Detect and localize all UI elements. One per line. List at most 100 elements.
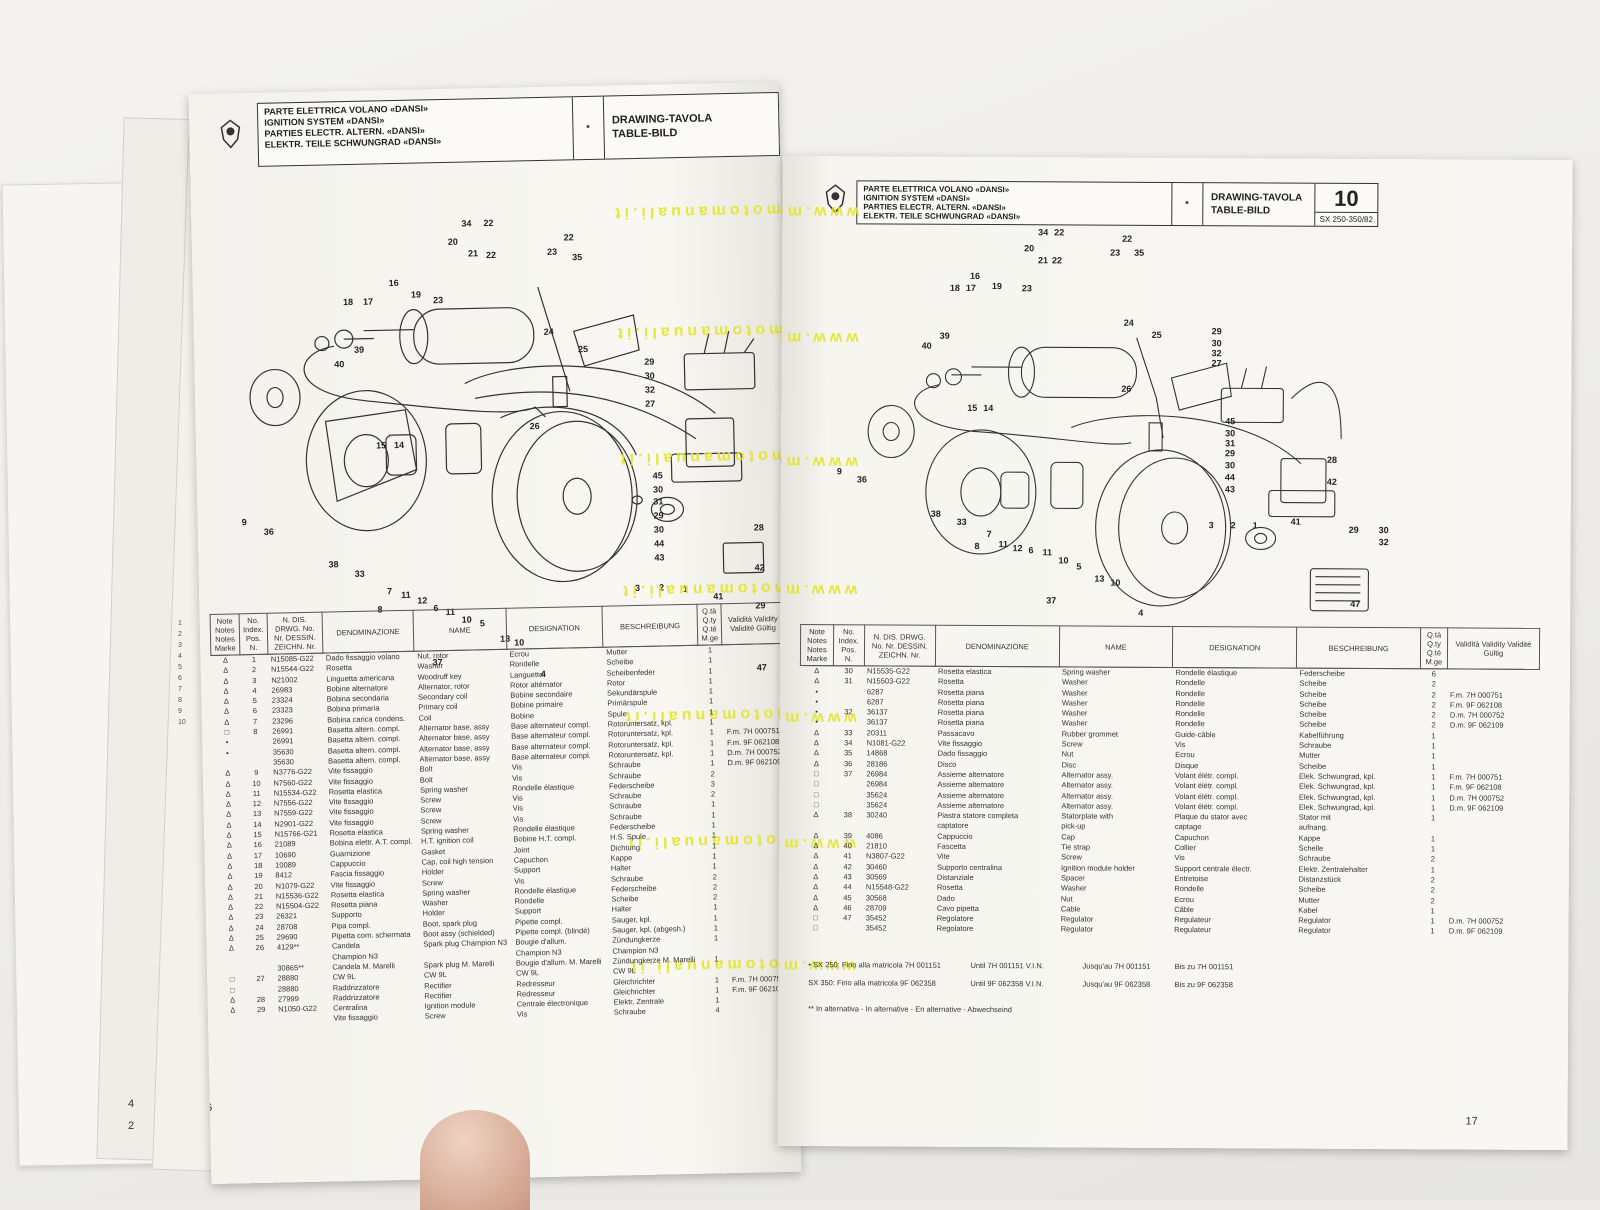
callout-27: 27 bbox=[645, 398, 656, 409]
table-cell: 2 bbox=[1431, 720, 1436, 730]
table-cell: 1 bbox=[715, 995, 720, 1005]
callout-20: 20 bbox=[447, 236, 458, 247]
table-cell: Scheibe bbox=[1299, 761, 1327, 771]
callout-26: 26 bbox=[529, 421, 540, 432]
table-number-box: 10 SX 250-350/82 bbox=[1314, 183, 1378, 227]
left-parts-table: Note Notes Notes Marke No. Index. Pos. N… bbox=[210, 602, 794, 1027]
callout-41: 41 bbox=[1290, 516, 1301, 527]
under-number: 5 bbox=[178, 664, 182, 671]
table-cell: Kabel bbox=[1298, 905, 1318, 915]
table-cell bbox=[800, 820, 833, 830]
callout-3: 3 bbox=[1208, 520, 1214, 531]
table-cell: 1 bbox=[708, 686, 714, 696]
table-cell: • bbox=[815, 686, 819, 696]
callout-33: 33 bbox=[956, 516, 967, 527]
table-cell: 1 bbox=[709, 738, 715, 748]
table-cell: Regulateur bbox=[1174, 915, 1211, 925]
callout-7: 7 bbox=[986, 529, 992, 540]
table-cell: 30460 bbox=[865, 862, 887, 872]
callout-14: 14 bbox=[393, 439, 405, 451]
table-cell bbox=[1446, 844, 1538, 855]
table-cell: Vis bbox=[1175, 740, 1186, 750]
table-cell: 1 bbox=[712, 851, 717, 861]
under-number: 8 bbox=[178, 697, 182, 704]
table-cell: Federscheibe bbox=[1299, 668, 1346, 678]
callout-32b: 32 bbox=[1378, 537, 1389, 548]
callout-25: 25 bbox=[577, 343, 589, 355]
table-cell: 1 bbox=[711, 820, 716, 830]
right-page: PARTE ELETTRICA VOLANO «DANSI» IGNITION … bbox=[777, 155, 1573, 1151]
table-cell: 4 bbox=[252, 685, 257, 695]
table-cell: Volant élétr. compl. bbox=[1174, 791, 1239, 801]
table-cell bbox=[1446, 886, 1538, 897]
table-cell bbox=[275, 1014, 330, 1025]
callout-4: 4 bbox=[1138, 607, 1144, 618]
table-cell: 18 bbox=[253, 860, 263, 871]
table-cell: Kappe bbox=[1298, 833, 1321, 843]
table-cell: Scheibe bbox=[1299, 709, 1327, 719]
col-quantity: Q.tà Q.ty Q.té M.ge bbox=[697, 603, 722, 646]
table-cell: 1 bbox=[1430, 916, 1435, 926]
callout-17: 17 bbox=[965, 282, 976, 293]
table-cell: Vite bbox=[937, 852, 950, 862]
footnote-sx350-en: Until 9F 062358 V.I.N. bbox=[970, 978, 1044, 989]
callout-30d: 30 bbox=[1378, 525, 1389, 536]
table-cell: 22 bbox=[254, 902, 264, 912]
table-cell: Collier bbox=[1174, 843, 1196, 853]
under-number: 7 bbox=[178, 686, 182, 693]
table-cell: F.m. 9F 062108 bbox=[1449, 700, 1503, 710]
table-cell: Assieme alternatore bbox=[937, 780, 1005, 790]
table-cell: 30 bbox=[844, 666, 853, 676]
table-cell: 27 bbox=[256, 974, 265, 984]
table-cell: Kabelführung bbox=[1299, 730, 1344, 740]
table-cell: 41 bbox=[843, 851, 852, 861]
callout-10b: 10 bbox=[1110, 577, 1121, 588]
table-cell: Spacer bbox=[1060, 873, 1085, 883]
table-cell: Vis bbox=[516, 1009, 528, 1020]
table-cell: Rondelle bbox=[1175, 678, 1206, 688]
table-cell bbox=[1446, 834, 1538, 845]
table-cell: 26 bbox=[255, 943, 265, 953]
right-header-drawing: DRAWING-TAVOLA TABLE-BILD bbox=[1203, 183, 1315, 226]
table-cell: 4086 bbox=[866, 831, 883, 841]
callout-47: 47 bbox=[1350, 598, 1361, 609]
callout-17: 17 bbox=[362, 296, 374, 307]
table-cell: Δ bbox=[813, 841, 819, 851]
col-validity: Validità Validity Validité Gültig bbox=[721, 602, 785, 645]
table-cell: Supporto centralina bbox=[936, 862, 1003, 872]
table-cell: 2 bbox=[712, 882, 718, 892]
table-cell: Regulateur bbox=[1174, 925, 1211, 935]
table-cell: 2 bbox=[1431, 679, 1436, 689]
footnote-sx250-en: Until 7H 001151 V.I.N. bbox=[970, 960, 1044, 971]
callout-22b: 22 bbox=[1122, 233, 1133, 244]
table-cell: Schraube bbox=[613, 1007, 646, 1017]
under-number: 3 bbox=[178, 642, 182, 649]
table-cell: N15535-G22 bbox=[866, 666, 910, 676]
callout-43: 43 bbox=[654, 552, 665, 563]
table-cell: Washer bbox=[1061, 718, 1088, 729]
table-header-row: Note Notes Notes Marke No. Index. Pos. N… bbox=[800, 624, 1540, 670]
table-cell: 21 bbox=[254, 891, 264, 901]
table-cell: Regulator bbox=[1060, 924, 1094, 934]
table-cell bbox=[246, 953, 274, 964]
table-cell: 20 bbox=[254, 881, 263, 891]
table-cell: 26984 bbox=[866, 779, 888, 789]
table-cell: 1 bbox=[1431, 803, 1436, 813]
table-cell: Disco bbox=[937, 759, 957, 769]
callout-43: 43 bbox=[1224, 484, 1235, 495]
table-cell: D.m. 7H 000752 bbox=[1449, 793, 1505, 803]
table-cell: 1 bbox=[709, 717, 714, 727]
col-validity: Validità Validity Validité Gültig bbox=[1447, 627, 1540, 670]
right-parts-table: Note Notes Notes Marke No. Index. Pos. N… bbox=[799, 624, 1541, 938]
table-cell: Alternator assy. bbox=[1061, 801, 1113, 811]
callout-2: 2 bbox=[1230, 520, 1236, 531]
table-cell: pick-up bbox=[1061, 821, 1086, 831]
table-cell bbox=[246, 964, 274, 975]
table-cell: 14 bbox=[253, 819, 262, 829]
table-cell: 5 bbox=[252, 696, 257, 706]
table-cell: Δ bbox=[813, 727, 820, 737]
table-cell: □ bbox=[813, 789, 819, 799]
table-cell: Ecrou bbox=[1174, 894, 1194, 904]
table-cell: Mutter bbox=[1299, 751, 1321, 761]
